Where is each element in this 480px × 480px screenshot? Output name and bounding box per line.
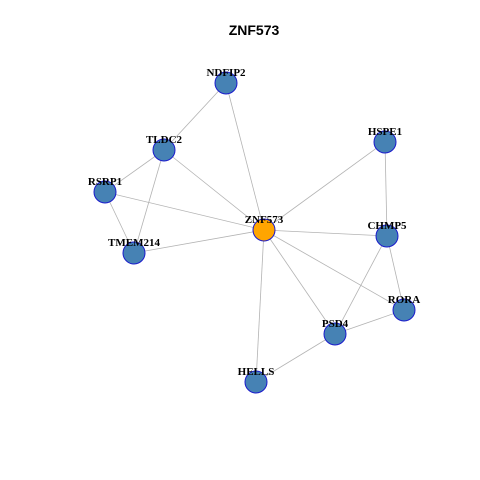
node-tldc2[interactable] [152, 138, 176, 162]
edge-znf573-hspe1 [263, 141, 386, 231]
node-ndfip2[interactable] [214, 71, 238, 95]
edge-znf573-psd4 [263, 229, 336, 335]
edge-znf573-tmem214 [133, 229, 265, 254]
edge-znf573-rsrp1 [104, 191, 265, 231]
edge-psd4-hells [255, 333, 336, 383]
edge-psd4-rora [334, 309, 405, 335]
node-label-ndfip2: NDFIP2 [206, 67, 246, 79]
node-rsrp1[interactable] [93, 180, 117, 204]
node-label-rora: RORA [388, 294, 420, 306]
edge-znf573-tldc2 [163, 149, 265, 231]
diagram-title: ZNF573 [229, 22, 280, 38]
edge-chmp5-psd4 [334, 235, 388, 335]
node-label-znf573: ZNF573 [245, 214, 284, 226]
node-label-hspe1: HSPE1 [368, 126, 402, 138]
node-label-tmem214: TMEM214 [108, 237, 160, 249]
edge-hspe1-chmp5 [384, 141, 388, 237]
edge-ndfip2-tldc2 [163, 82, 227, 151]
node-label-rsrp1: RSRP1 [88, 176, 122, 188]
node-rora[interactable] [392, 298, 416, 322]
edge-tldc2-tmem214 [133, 149, 165, 254]
edge-znf573-ndfip2 [225, 82, 265, 231]
node-hells[interactable] [244, 370, 268, 394]
node-znf573[interactable] [252, 218, 276, 242]
edges-layer [104, 82, 405, 383]
node-label-psd4: PSD4 [322, 318, 349, 330]
edge-chmp5-rora [386, 235, 405, 311]
node-label-tldc2: TLDC2 [146, 134, 183, 146]
edge-znf573-chmp5 [263, 229, 388, 237]
edge-tldc2-rsrp1 [104, 149, 165, 193]
node-psd4[interactable] [323, 322, 347, 346]
node-label-hells: HELLS [238, 366, 275, 378]
node-tmem214[interactable] [122, 241, 146, 265]
node-label-chmp5: CHMP5 [367, 220, 407, 232]
node-chmp5[interactable] [375, 224, 399, 248]
edge-znf573-rora [263, 229, 405, 311]
edge-znf573-hells [255, 229, 265, 383]
node-hspe1[interactable] [373, 130, 397, 154]
nodes-layer [93, 71, 416, 394]
